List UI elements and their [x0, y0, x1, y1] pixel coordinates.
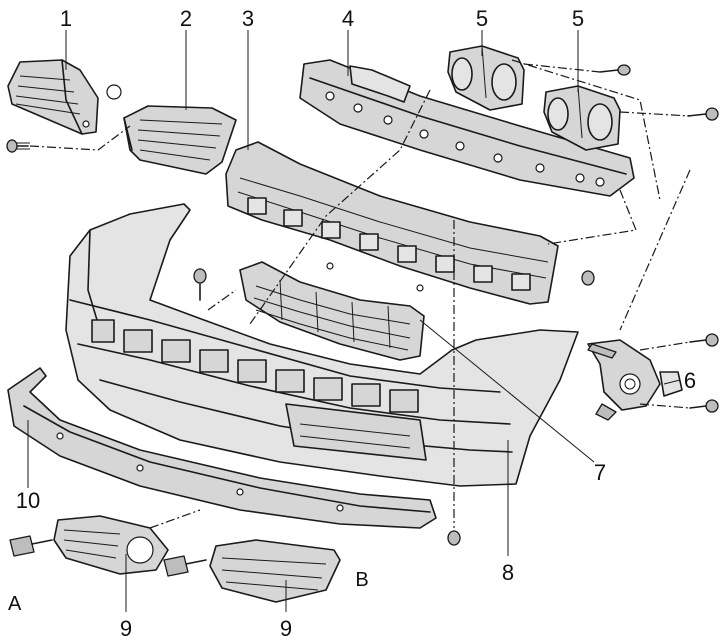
part-9-grille-right — [209, 539, 341, 603]
part-3-upper-absorber — [225, 141, 559, 305]
callout-9-right: 9 — [280, 616, 292, 641]
absorber-ribs — [247, 197, 531, 291]
part-4-reinforcement-beam — [299, 59, 635, 197]
callout-10: 10 — [16, 488, 40, 513]
callout-8: 8 — [502, 560, 514, 585]
lower-screws — [9, 268, 595, 577]
part-2-right-grille-insert — [123, 105, 237, 175]
clip-ring — [106, 84, 122, 100]
callout-1: 1 — [60, 6, 72, 31]
callout-9-left: 9 — [120, 616, 132, 641]
part-1-left-grille-insert — [7, 59, 99, 135]
view-label-b: B — [355, 569, 368, 591]
part-7-center-grille — [239, 261, 425, 361]
fog-lamp-screws — [689, 333, 719, 413]
callout-4: 4 — [342, 6, 354, 31]
part-10-lower-spoiler — [7, 367, 437, 529]
part-9-grille-left — [53, 515, 169, 575]
callout-6: 6 — [684, 368, 696, 393]
assembly-lines — [29, 59, 691, 529]
screw-left — [6, 139, 30, 153]
callout-2: 2 — [180, 6, 192, 31]
part-5-bracket-left — [447, 45, 525, 111]
callout-3: 3 — [242, 6, 254, 31]
part-5-bracket-right — [543, 85, 621, 151]
callout-7: 7 — [594, 460, 606, 485]
bumper-grille-slots — [91, 319, 419, 413]
callout-5-right: 5 — [572, 6, 584, 31]
callout-5-left: 5 — [476, 6, 488, 31]
leader-lines — [27, 30, 681, 612]
part-6-fog-lamp — [587, 339, 683, 421]
view-label-a: A — [8, 593, 22, 615]
part-8-bumper-cover — [65, 203, 579, 487]
bracket-screws — [599, 64, 719, 121]
